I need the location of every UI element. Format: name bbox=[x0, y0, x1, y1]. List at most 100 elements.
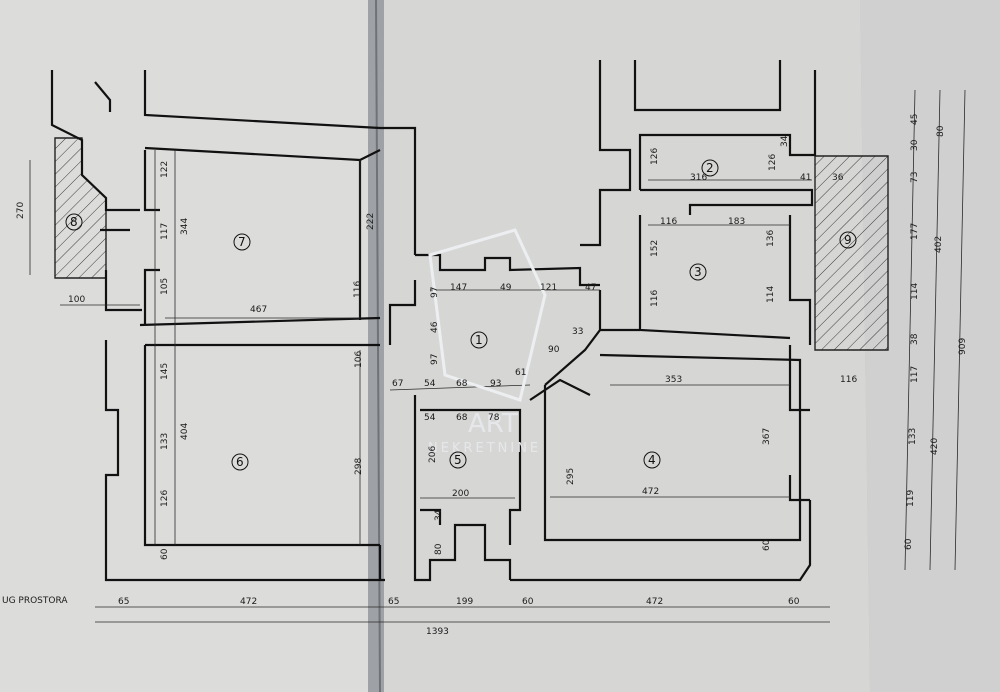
dim-right-14: 909 bbox=[958, 338, 968, 355]
dim-right-1: 45 bbox=[910, 114, 920, 125]
dim-r5-e: 200 bbox=[452, 489, 469, 499]
walls-center bbox=[388, 253, 812, 582]
dim-r5-c: 78 bbox=[488, 413, 500, 423]
dim-bottom-1: 65 bbox=[118, 597, 129, 607]
dim-r4-c: 295 bbox=[566, 468, 576, 485]
dim-r2-e: 41 bbox=[800, 173, 811, 183]
dim-right-5: 114 bbox=[910, 283, 920, 300]
margin-note: UG PROSTORA bbox=[2, 596, 68, 606]
dim-right-9: 119 bbox=[906, 490, 916, 507]
dim-r1-e: 97 bbox=[430, 287, 440, 298]
room-label-5: 5 bbox=[454, 453, 462, 467]
dim-right-11: 80 bbox=[936, 125, 946, 137]
dim-r4-f: 60 bbox=[762, 539, 772, 551]
right-sheet bbox=[380, 0, 870, 692]
dim-r1-f: 46 bbox=[430, 321, 440, 333]
dim-right-10: 60 bbox=[904, 538, 914, 550]
dim-r5-a: 54 bbox=[424, 413, 436, 423]
dim-right-3: 73 bbox=[910, 172, 920, 183]
dim-r1-n: 33 bbox=[572, 327, 583, 337]
dim-r2-a: 126 bbox=[650, 148, 660, 165]
dim-r1-m: 90 bbox=[548, 345, 560, 355]
walls-right bbox=[580, 60, 817, 502]
dim-bottom-3: 65 bbox=[388, 597, 399, 607]
dim-r3-b: 183 bbox=[728, 217, 745, 227]
dim-r2-d: 34 bbox=[780, 135, 790, 147]
dim-r6-a: 145 bbox=[160, 363, 170, 380]
dim-r6-e: 60 bbox=[160, 548, 170, 560]
dim-right-13: 420 bbox=[930, 438, 940, 455]
dim-r3-a: 116 bbox=[660, 217, 677, 227]
dim-r7-f: 467 bbox=[250, 305, 267, 315]
dim-r7-a: 122 bbox=[160, 161, 170, 178]
room-label-8: 8 bbox=[70, 215, 78, 229]
room-label-6: 6 bbox=[236, 455, 244, 469]
dim-r3-d: 136 bbox=[766, 230, 776, 247]
dim-r5-g: 80 bbox=[434, 543, 444, 555]
watermark-logo bbox=[428, 228, 547, 402]
dim-r6-g: 106 bbox=[354, 351, 364, 368]
dim-left-100: 100 bbox=[68, 295, 85, 305]
dim-r1-k: 93 bbox=[490, 379, 501, 389]
dim-r4-e: 472 bbox=[642, 487, 659, 497]
dim-bottom-2: 472 bbox=[240, 597, 257, 607]
dim-r6-b: 133 bbox=[160, 433, 170, 450]
room-label-1: 1 bbox=[475, 333, 483, 347]
dim-r1-g: 97 bbox=[430, 354, 440, 365]
dim-r6-c: 404 bbox=[180, 423, 190, 440]
dim-r1-d: 47 bbox=[585, 283, 596, 293]
dim-r2-b: 316 bbox=[690, 173, 707, 183]
watermark-subtitle: NEKRETNINE bbox=[428, 441, 541, 456]
dim-left-270: 270 bbox=[16, 202, 26, 219]
dim-r7-b: 117 bbox=[160, 223, 170, 240]
room-label-7: 7 bbox=[238, 235, 246, 249]
dim-right-2: 30 bbox=[910, 139, 920, 151]
dim-r4-d: 367 bbox=[762, 428, 772, 445]
dimension-lines bbox=[29, 89, 966, 623]
dim-r1-j: 68 bbox=[456, 379, 468, 389]
dim-right-6: 38 bbox=[910, 333, 920, 345]
room-label-9: 9 bbox=[844, 233, 852, 247]
dim-r3-e: 116 bbox=[650, 290, 660, 307]
dim-right-7: 117 bbox=[910, 366, 920, 383]
room-label-3: 3 bbox=[694, 265, 702, 279]
dim-r7-g: 116 bbox=[353, 281, 363, 298]
room-9-hatch bbox=[814, 155, 889, 351]
dim-right-4: 177 bbox=[910, 223, 920, 240]
dim-r1-i: 54 bbox=[424, 379, 436, 389]
dim-r6-f: 298 bbox=[354, 458, 364, 475]
dim-r1-h: 67 bbox=[392, 379, 403, 389]
dim-r7-d: 105 bbox=[160, 278, 170, 295]
dim-r1-l: 61 bbox=[515, 368, 526, 378]
room-label-2: 2 bbox=[706, 161, 714, 175]
dim-r2-c: 126 bbox=[768, 154, 778, 171]
right-edge-sheet bbox=[860, 0, 1000, 692]
dim-bottom-6: 472 bbox=[646, 597, 663, 607]
dim-r1-a: 147 bbox=[450, 283, 467, 293]
dim-r7-c: 344 bbox=[180, 218, 190, 235]
dim-right-12: 402 bbox=[934, 236, 944, 253]
watermark-word: ART bbox=[468, 409, 518, 439]
dim-r5-d: 206 bbox=[428, 446, 438, 463]
dim-r3-c: 152 bbox=[650, 240, 660, 257]
dim-r4-a: 353 bbox=[665, 375, 682, 385]
dim-r1-c: 121 bbox=[540, 283, 557, 293]
dim-r6-d: 126 bbox=[160, 490, 170, 507]
dim-total: 1393 bbox=[426, 627, 449, 637]
room-label-4: 4 bbox=[648, 453, 656, 467]
dim-r4-b: 116 bbox=[840, 375, 857, 385]
dim-r3-f: 114 bbox=[766, 286, 776, 303]
dim-bottom-7: 60 bbox=[788, 597, 800, 607]
dim-bottom-5: 60 bbox=[522, 597, 534, 607]
dim-r1-b: 49 bbox=[500, 283, 512, 293]
dim-r7-e: 222 bbox=[366, 213, 376, 230]
dim-bottom-4: 199 bbox=[456, 597, 473, 607]
dim-r5-f: 34 bbox=[434, 509, 444, 521]
room-labels: 8 7 6 1 5 2 3 4 9 bbox=[65, 159, 857, 471]
dim-right-8: 133 bbox=[908, 428, 918, 445]
dim-r5-b: 68 bbox=[456, 413, 468, 423]
dimension-labels: 65 472 65 199 60 472 60 1393 UG PROSTORA… bbox=[2, 114, 968, 637]
dim-r2-f: 36 bbox=[832, 173, 844, 183]
